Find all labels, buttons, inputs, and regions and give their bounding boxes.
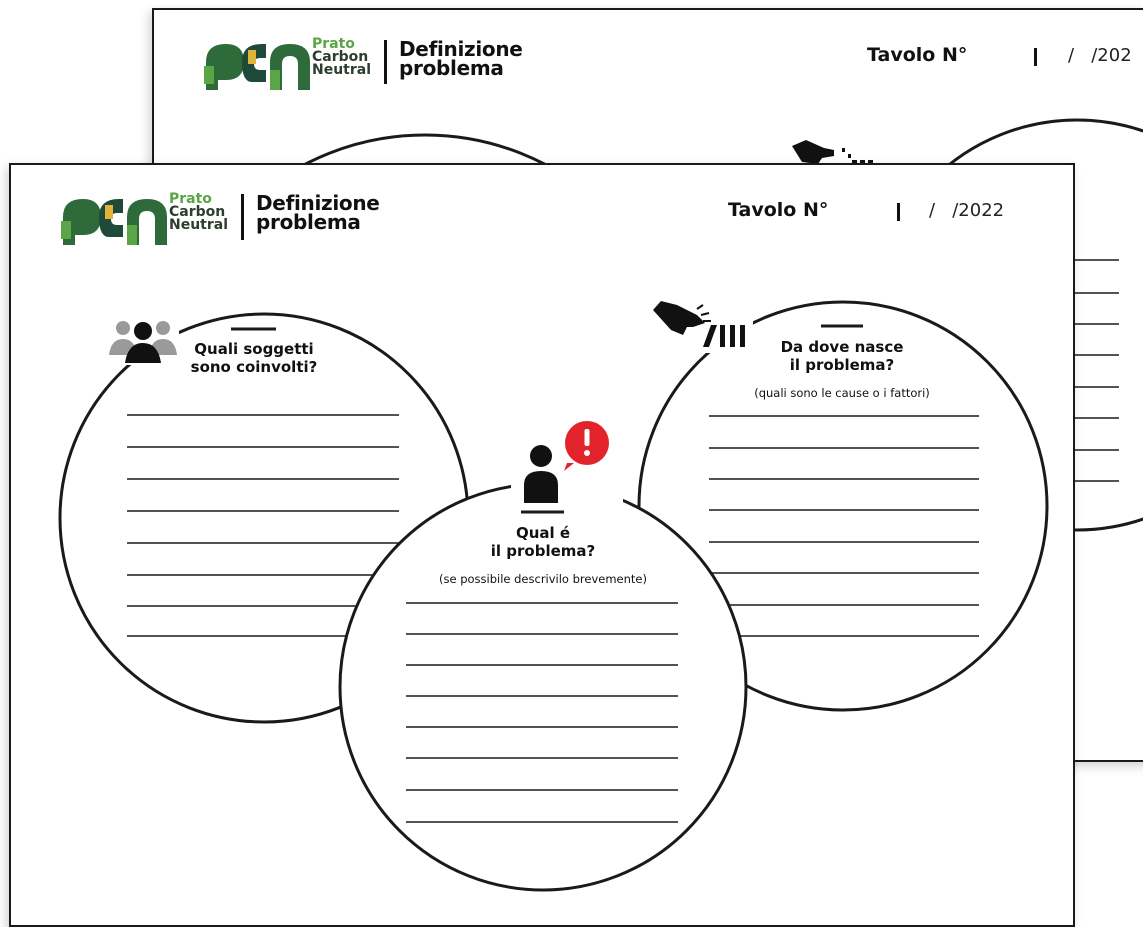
back-logo-mark [204,44,310,90]
front-sheet: Prato Carbon Neutral Definizione problem… [9,163,1075,927]
front-logo-line3: Neutral [169,217,229,233]
person-alert-icon [524,421,609,503]
back-doc-title: Definizione problema [399,37,523,80]
front-logo-mark [61,199,167,245]
back-logo-line1: Prato [312,36,355,52]
right-answer-lines [709,415,979,637]
front-doc-title: Definizione problema [256,191,380,234]
back-title-divider [384,40,387,84]
back-date-field: / /202 [1068,45,1132,66]
front-sheet-graphics [58,199,1049,892]
front-title-line2: problema [256,210,361,234]
back-title-line2: problema [399,56,504,80]
front-logo-line2: Carbon [169,204,226,220]
front-tavolo-label: Tavolo N° [728,199,829,221]
right-question-line1: Da dove nasce [780,338,904,356]
left-question-title: Quali soggetti sono coinvolti? [169,340,339,376]
front-logo-text: Prato Carbon Neutral [169,191,229,233]
left-question-line1: Quali soggetti [194,340,314,358]
people-group-icon [109,321,177,363]
center-question-title: Qual é il problema? [458,524,628,560]
front-logo-line1: Prato [169,191,212,207]
back-tavolo-label: Tavolo N° [867,44,968,66]
front-title-divider [241,194,244,240]
front-title-line1: Definizione [256,191,380,215]
center-answer-lines [406,602,678,823]
back-logo-text: Prato Carbon Neutral [312,36,372,78]
right-circle [637,300,1049,712]
front-date-field: / /2022 [929,200,1005,221]
back-tavolo-bar [1034,48,1037,66]
left-answer-lines [127,414,399,637]
right-question-subtitle: (quali sono le cause o i fattori) [754,386,930,400]
back-logo-line2: Carbon [312,49,369,65]
left-question-line2: sono coinvolti? [190,358,318,376]
front-tavolo-bar [897,203,900,221]
back-logo-line3: Neutral [312,62,372,78]
center-question-line1: Qual é [515,524,571,542]
back-answer-lines [1069,259,1119,482]
right-question-line2: il problema? [789,356,895,374]
right-question-title: Da dove nasce il problema? [757,338,927,374]
center-question-line2: il problema? [490,542,596,560]
pointing-hand-icon [653,301,745,347]
center-question-subtitle: (se possibile descrivilo brevemente) [438,572,647,586]
back-title-line1: Definizione [399,37,523,61]
